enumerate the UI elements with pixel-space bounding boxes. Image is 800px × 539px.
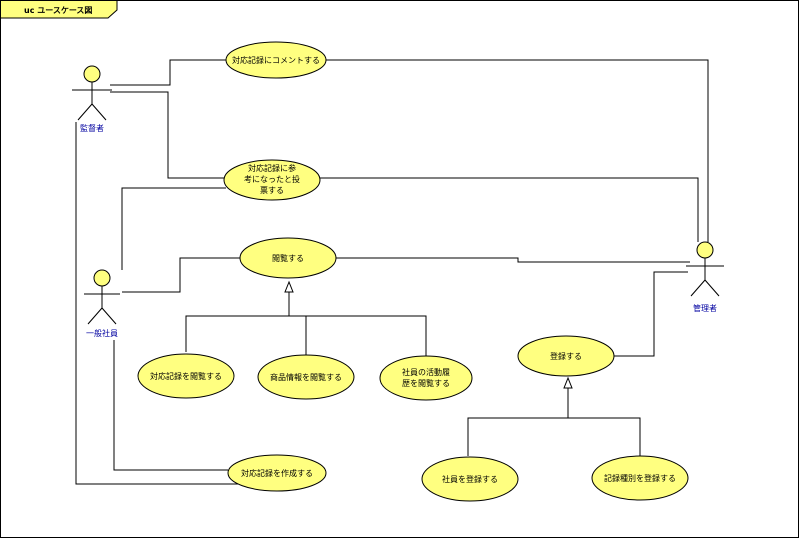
usecase-ellipse (239, 237, 337, 279)
generalization-arrow-register (563, 376, 573, 389)
usecase-ellipse (223, 159, 321, 201)
usecase-browse-record[interactable]: 対応記録を閲覧する (137, 353, 235, 399)
usecase-label: 対応記録を閲覧する (150, 371, 222, 381)
stick-figure-icon (72, 65, 112, 121)
assoc-employee-create (113, 340, 228, 471)
usecase-register[interactable]: 登録する (517, 335, 615, 377)
assoc-employee-browse (122, 257, 240, 293)
usecase-label: 商品情報を閲覧する (270, 372, 342, 382)
actor-label: 一般社員 (86, 328, 118, 338)
connectors (75, 59, 709, 485)
usecase-browse[interactable]: 閲覧する (239, 237, 337, 279)
actor-admin[interactable]: 管理者 (686, 241, 724, 313)
usecase-ellipse (421, 456, 519, 502)
usecase-comment[interactable]: 対応記録にコメントする (225, 41, 327, 79)
stick-figure-icon (84, 269, 120, 325)
usecase-label: 記録種別を登録する (604, 473, 676, 483)
assoc-comment-admin (326, 59, 709, 242)
usecase-label-line2: 考になったと投 (244, 174, 300, 184)
usecase-create-record[interactable]: 対応記録を作成する (227, 454, 327, 492)
usecase-ellipse (257, 354, 355, 400)
usecase-label-line1: 社員の活動履 (402, 367, 450, 377)
usecase-label: 対応記録を作成する (241, 468, 313, 478)
assoc-supervisor-comment (110, 59, 226, 86)
usecase-ellipse (227, 454, 327, 492)
assoc-supervisor-create (75, 122, 240, 485)
usecase-browse-product[interactable]: 商品情報を閲覧する (257, 354, 355, 400)
usecase-ellipse (225, 41, 327, 79)
usecase-label: 対応記録にコメントする (232, 55, 320, 65)
usecase-register-category[interactable]: 記録種別を登録する (591, 455, 689, 501)
usecase-ellipse (137, 353, 235, 399)
generalization-arrow-browse (284, 280, 294, 293)
assoc-vote-admin (320, 177, 699, 242)
actor-label: 管理者 (693, 303, 717, 313)
frame-name-tab (0, 0, 118, 19)
assoc-supervisor-vote (110, 91, 224, 179)
usecase-label-line1: 対応記録に参 (248, 163, 296, 173)
actor-employee[interactable]: 一般社員 (84, 269, 120, 338)
usecase-label: 社員を登録する (442, 474, 498, 484)
usecase-label: 閲覧する (272, 253, 304, 263)
generalization-bar-register (467, 417, 641, 456)
usecase-ellipse (379, 355, 473, 401)
usecase-register-employee[interactable]: 社員を登録する (421, 456, 519, 502)
usecase-label: 登録する (550, 351, 582, 361)
assoc-admin-register (614, 271, 688, 357)
usecase-ellipse (591, 455, 689, 501)
usecase-ellipse (517, 335, 615, 377)
usecase-browse-history[interactable]: 社員の活動履 歴を閲覧する (379, 355, 473, 401)
assoc-employee-vote (121, 187, 226, 270)
usecase-label-line2: 歴を閲覧する (402, 378, 450, 388)
actor-supervisor[interactable]: 監督者 (72, 65, 112, 133)
assoc-browse-admin (336, 257, 690, 263)
actor-label: 監督者 (80, 123, 104, 133)
frame-label: uc ユースケース図 (24, 6, 92, 15)
usecase-label-line3: 票する (260, 186, 284, 195)
usecase-vote[interactable]: 対応記録に参 考になったと投 票する (223, 159, 321, 201)
stick-figure-icon (686, 241, 724, 297)
